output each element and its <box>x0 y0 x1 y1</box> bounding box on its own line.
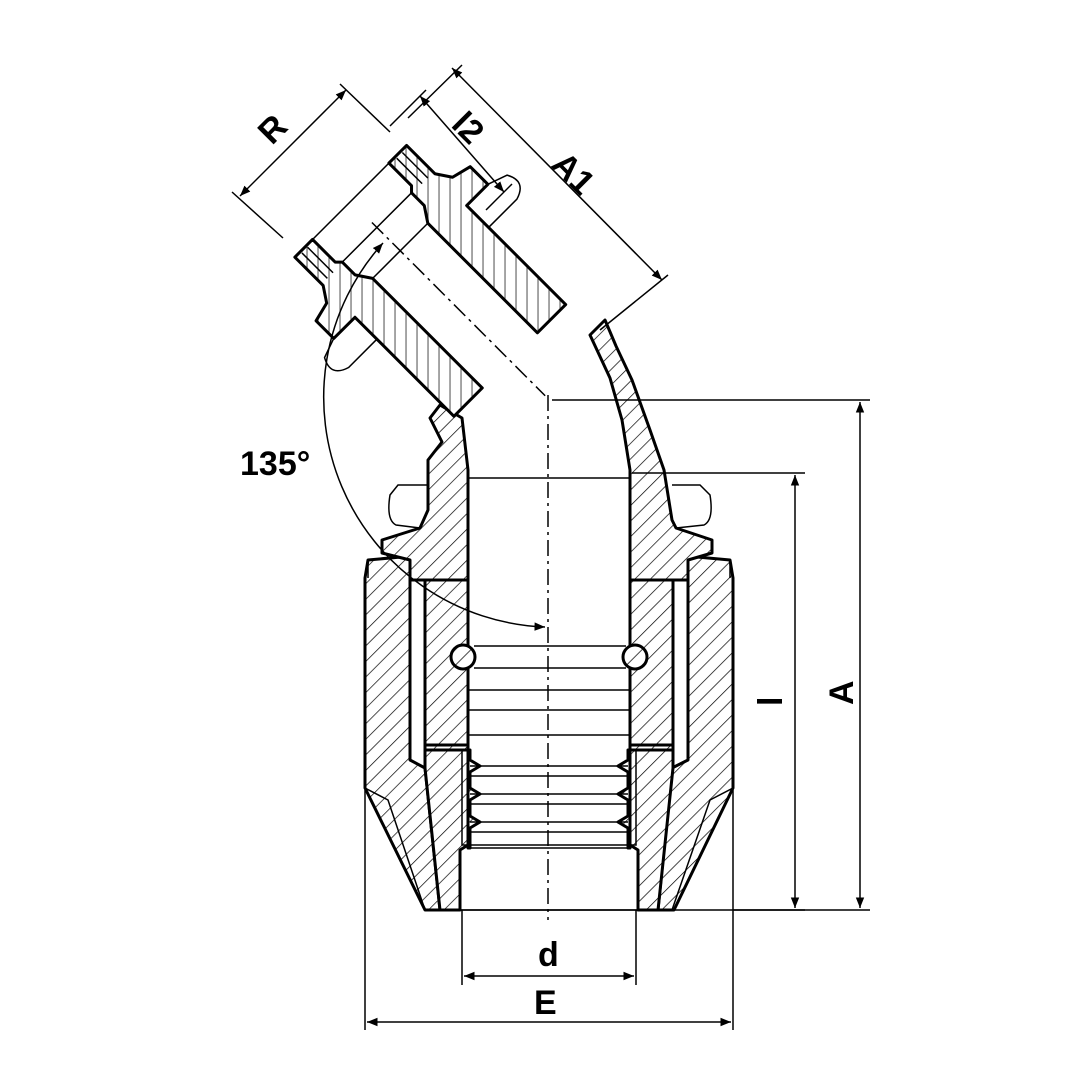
bore-steps <box>468 689 630 736</box>
grip-outline <box>461 750 637 846</box>
nut-top-lip <box>367 555 731 578</box>
o-ring-left-section <box>449 643 477 671</box>
e-label: E <box>534 984 557 1022</box>
l2-dimension-line <box>419 95 505 193</box>
angle-label: 135° <box>240 445 310 483</box>
branch-right-wall <box>387 143 568 335</box>
grip-grooves <box>470 765 628 849</box>
grip-teeth-left <box>466 748 482 850</box>
angle-arc <box>322 242 546 631</box>
dimension-r: R <box>231 83 391 239</box>
clamp-ring <box>423 748 675 912</box>
union-nut <box>363 554 735 912</box>
dimension-d: d <box>461 910 637 985</box>
branch-thread-lines <box>301 151 429 279</box>
a1-label: A1 <box>544 145 602 203</box>
branch-hex-left-ghost <box>323 338 378 372</box>
body-right-bulge <box>672 484 712 529</box>
o-ring <box>449 643 649 671</box>
grip-teeth-right <box>616 748 632 850</box>
grip-sleeve <box>461 748 637 850</box>
a-label: A <box>823 680 861 705</box>
body-bore <box>467 477 631 745</box>
o-ring-right-section <box>621 643 649 671</box>
angle-dimension: 135° <box>240 242 546 631</box>
l-label: l <box>752 697 790 706</box>
r-label: R <box>251 107 295 151</box>
dimension-a: A <box>552 399 870 911</box>
branch-left-wall <box>293 237 484 418</box>
d-label: d <box>538 936 559 974</box>
l2-label: l2 <box>444 105 491 152</box>
r-dimension-line <box>239 89 347 197</box>
